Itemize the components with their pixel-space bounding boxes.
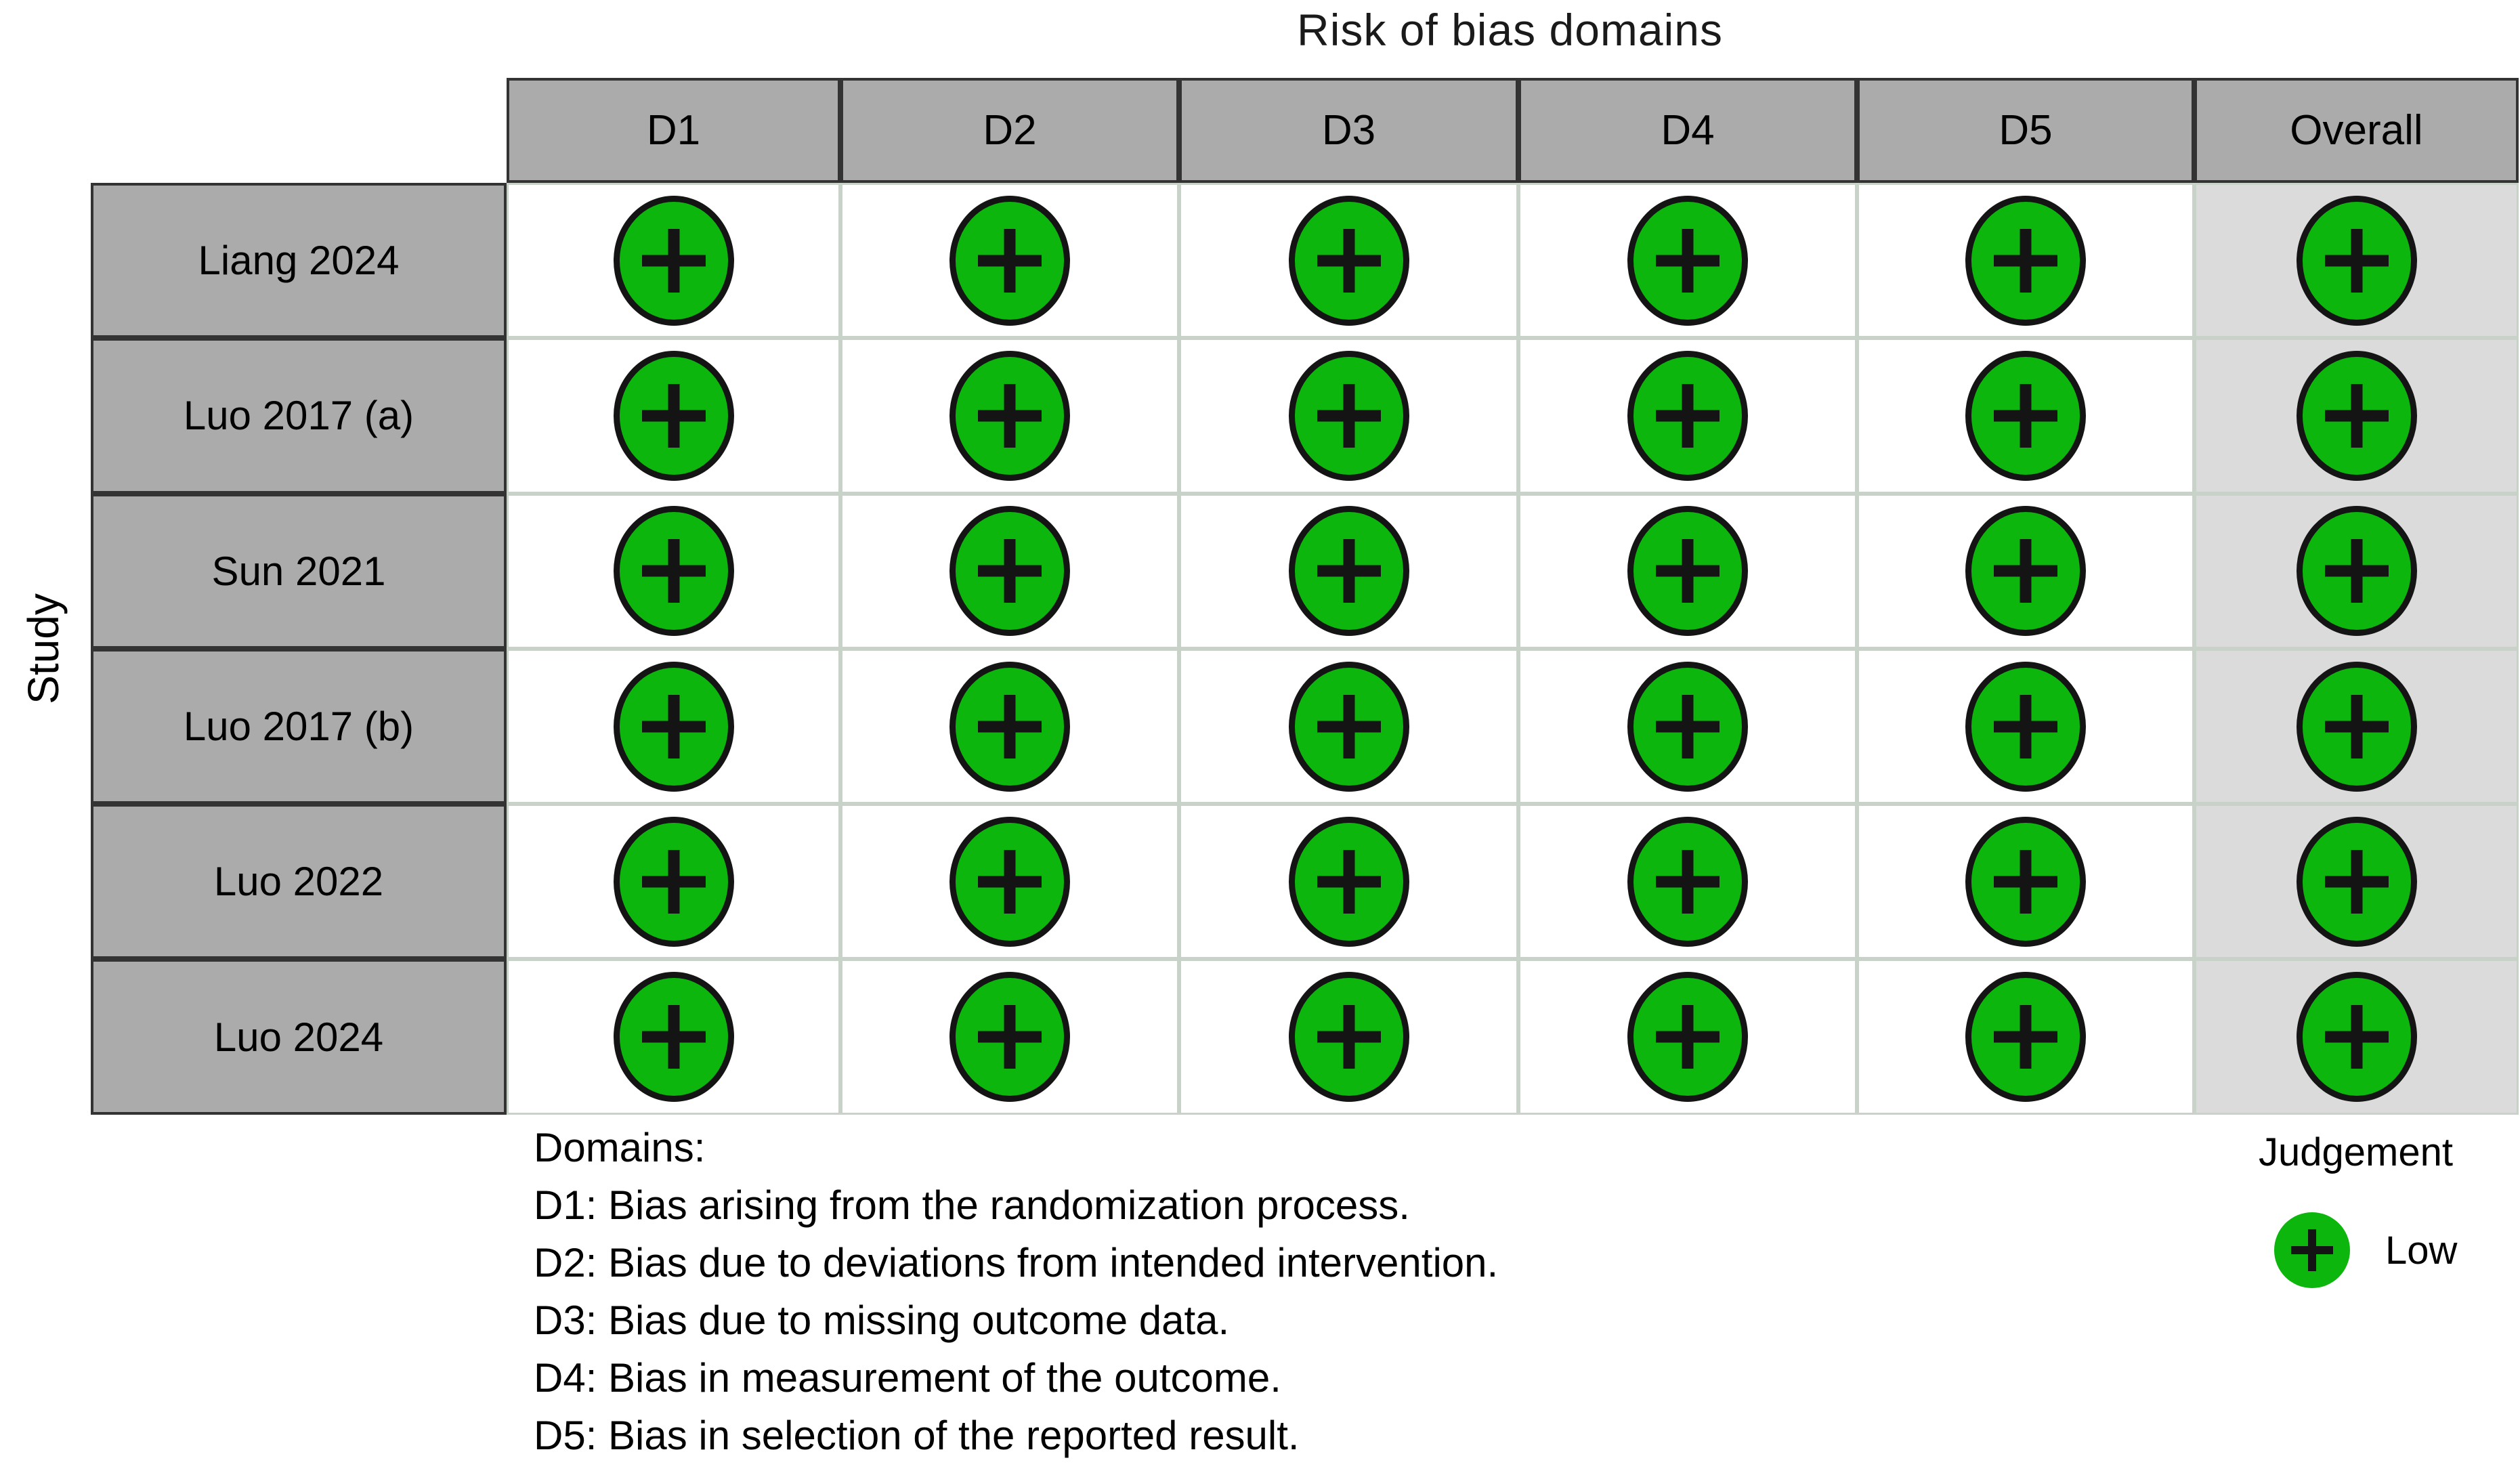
rating-cell: [1179, 804, 1518, 960]
domain-footnotes: Domains: D1: Bias arising from the random…: [534, 1119, 1498, 1464]
column-header-overall: Overall: [2194, 78, 2519, 183]
rating-cell: [507, 804, 840, 960]
low-judgement-plus-icon: [1288, 195, 1409, 326]
low-judgement-plus-icon: [1288, 816, 1409, 947]
rating-cell: [1857, 648, 2194, 805]
low-judgement-plus-icon: [613, 195, 734, 326]
figure-title: Risk of bias domains: [1297, 5, 1723, 55]
low-judgement-plus-icon: [949, 972, 1070, 1103]
rating-cell: [1518, 648, 1857, 805]
rating-cell: [1518, 959, 1857, 1115]
rating-cell: [840, 183, 1179, 339]
rating-cell: [2194, 648, 2519, 805]
rating-cell: [1179, 338, 1518, 494]
low-judgement-plus-icon: [2296, 195, 2417, 326]
footnote-line: D4: Bias in measurement of the outcome.: [534, 1355, 1281, 1401]
low-judgement-plus-icon: [613, 661, 734, 792]
footnote-heading: Domains:: [534, 1125, 706, 1170]
rating-cell: [840, 959, 1179, 1115]
low-judgement-plus-icon: [2296, 972, 2417, 1103]
rating-cell: [507, 183, 840, 339]
low-judgement-plus-icon: [1627, 972, 1748, 1103]
low-judgement-plus-icon: [1965, 972, 2086, 1103]
low-judgement-plus-icon: [613, 972, 734, 1103]
legend-heading: Judgement: [2259, 1130, 2453, 1174]
rating-cell: [840, 338, 1179, 494]
rating-cell: [507, 648, 840, 805]
low-judgement-plus-icon: [1965, 661, 2086, 792]
study-label: Luo 2022: [91, 804, 507, 960]
rating-cell: [2194, 183, 2519, 339]
low-judgement-plus-icon: [1288, 661, 1409, 792]
column-header-d4: D4: [1518, 78, 1857, 183]
rating-cell: [1179, 183, 1518, 339]
low-judgement-plus-icon: [1288, 972, 1409, 1103]
rating-cell: [2194, 804, 2519, 960]
footnote-line: D1: Bias arising from the randomization …: [534, 1182, 1410, 1228]
rating-cell: [1857, 804, 2194, 960]
low-judgement-plus-icon: [613, 816, 734, 947]
study-label: Luo 2017 (a): [91, 338, 507, 494]
rating-cell: [840, 648, 1179, 805]
low-judgement-plus-icon: [1627, 661, 1748, 792]
rating-cell: [1857, 959, 2194, 1115]
rating-cell: [507, 338, 840, 494]
rating-cell: [1179, 493, 1518, 649]
legend-item: Low: [2274, 1212, 2457, 1288]
low-judgement-plus-icon: [1627, 506, 1748, 637]
rating-cell: [1857, 338, 2194, 494]
rating-cell: [840, 493, 1179, 649]
low-judgement-plus-icon: [1288, 350, 1409, 481]
low-judgement-plus-icon: [949, 816, 1070, 947]
low-judgement-plus-icon: [1965, 816, 2086, 947]
rating-cell: [1518, 804, 1857, 960]
study-label: Sun 2021: [91, 493, 507, 649]
study-axis-label: Study: [19, 593, 68, 704]
low-judgement-plus-icon: [1627, 195, 1748, 326]
plus-circle-icon: [2274, 1212, 2350, 1288]
rating-cell: [1857, 183, 2194, 339]
study-label: Luo 2017 (b): [91, 648, 507, 805]
rating-cell: [2194, 959, 2519, 1115]
rating-cell: [1518, 493, 1857, 649]
low-judgement-plus-icon: [1627, 816, 1748, 947]
rating-cell: [2194, 338, 2519, 494]
column-header-d5: D5: [1857, 78, 2194, 183]
rating-cell: [1518, 183, 1857, 339]
column-header-d3: D3: [1179, 78, 1518, 183]
column-header-d1: D1: [507, 78, 840, 183]
rating-cell: [1179, 648, 1518, 805]
low-judgement-plus-icon: [2296, 350, 2417, 481]
low-judgement-plus-icon: [1627, 350, 1748, 481]
low-judgement-plus-icon: [1965, 195, 2086, 326]
study-label: Liang 2024: [91, 183, 507, 339]
low-judgement-plus-icon: [949, 661, 1070, 792]
rating-cell: [840, 804, 1179, 960]
low-judgement-plus-icon: [1288, 506, 1409, 637]
low-judgement-plus-icon: [613, 350, 734, 481]
low-judgement-plus-icon: [949, 350, 1070, 481]
table-corner-spacer: [91, 78, 507, 183]
low-judgement-plus-icon: [1965, 506, 2086, 637]
rating-cell: [1518, 338, 1857, 494]
rating-cell: [2194, 493, 2519, 649]
footnote-line: D3: Bias due to missing outcome data.: [534, 1298, 1230, 1343]
rating-cell: [1857, 493, 2194, 649]
low-judgement-plus-icon: [2296, 816, 2417, 947]
column-header-d2: D2: [840, 78, 1179, 183]
low-judgement-plus-icon: [1965, 350, 2086, 481]
low-judgement-plus-icon: [2296, 506, 2417, 637]
legend-item-label: Low: [2385, 1228, 2458, 1273]
rating-cell: [1179, 959, 1518, 1115]
low-judgement-plus-icon: [613, 506, 734, 637]
low-judgement-plus-icon: [949, 506, 1070, 637]
rating-cell: [507, 493, 840, 649]
footnote-line: D5: Bias in selection of the reported re…: [534, 1413, 1300, 1458]
low-judgement-plus-icon: [949, 195, 1070, 326]
study-label: Luo 2024: [91, 959, 507, 1115]
footnote-line: D2: Bias due to deviations from intended…: [534, 1240, 1499, 1285]
rating-cell: [507, 959, 840, 1115]
low-judgement-plus-icon: [2296, 661, 2417, 792]
